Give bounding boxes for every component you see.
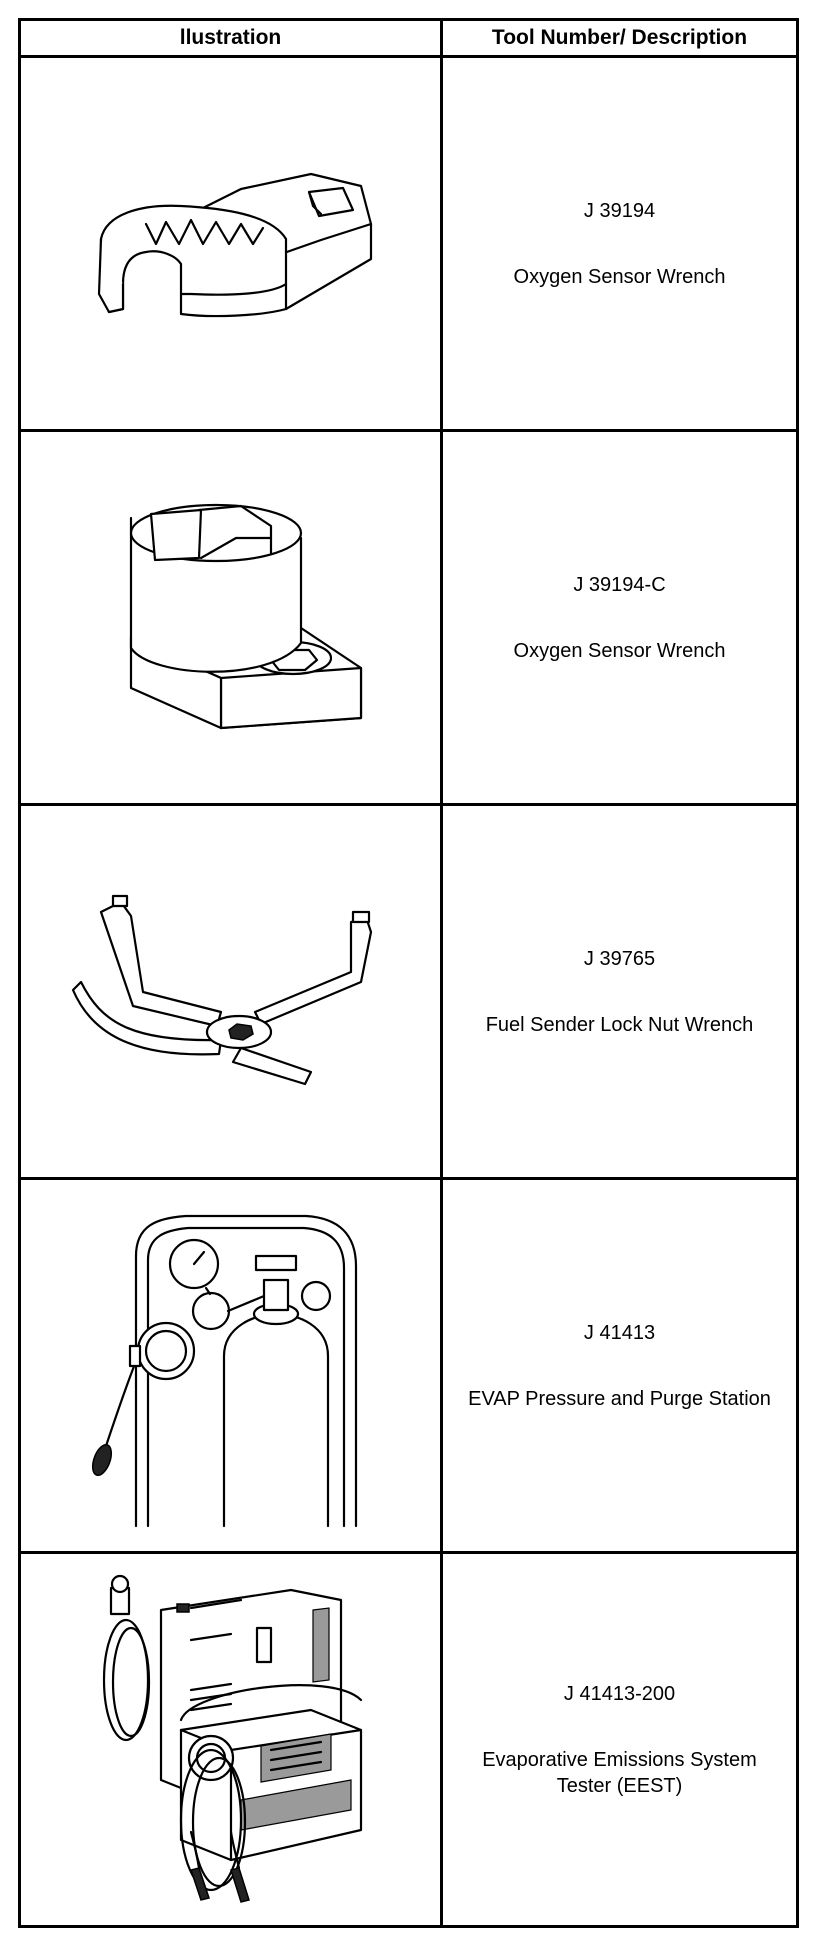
offset-socket-wrench-icon [129, 503, 362, 729]
tool-number: J 39194-C [573, 573, 666, 596]
illustration-cell [18, 1177, 443, 1554]
emissions-tester-icon [102, 1574, 362, 1903]
crowfoot-wrench-icon [97, 172, 372, 317]
table-row: J 41413 EVAP Pressure and Purge Station [18, 1177, 799, 1554]
illustration-header: llustration [18, 18, 443, 58]
table-row: J 41413-200 Evaporative Emissions System… [18, 1551, 799, 1928]
tool-cell: J 41413 EVAP Pressure and Purge Station [440, 1177, 799, 1554]
tool-description-header: Tool Number/ Description [440, 18, 799, 58]
table-row: J 39765 Fuel Sender Lock Nut Wrench [18, 803, 799, 1180]
illustration-cell [18, 429, 443, 806]
tool-description: EVAP Pressure and Purge Station [468, 1387, 771, 1410]
tool-description: Fuel Sender Lock Nut Wrench [485, 1013, 754, 1036]
tool-cell: J 39194-C Oxygen Sensor Wrench [440, 429, 799, 806]
tool-description: Evaporative Emissions System Tester (EES… [482, 1748, 757, 1797]
tool-number: J 39765 [583, 947, 656, 970]
tool-cell: J 39765 Fuel Sender Lock Nut Wrench [440, 803, 799, 1180]
tool-number: J 41413-200 [563, 1682, 676, 1705]
special-tools-table: llustration Tool Number/ Description [18, 18, 799, 1928]
spider-wrench-icon [71, 894, 372, 1085]
tool-description: Oxygen Sensor Wrench [513, 639, 726, 662]
table-row: J 39194 Oxygen Sensor Wrench [18, 55, 799, 432]
tool-number: J 41413 [583, 1321, 656, 1344]
tool-number: J 39194 [583, 199, 656, 222]
tool-cell: J 41413-200 Evaporative Emissions System… [440, 1551, 799, 1928]
tool-cell: J 39194 Oxygen Sensor Wrench [440, 55, 799, 432]
illustration-cell [18, 55, 443, 432]
pressure-station-icon [91, 1214, 357, 1527]
illustration-cell [18, 803, 443, 1180]
illustration-cell [18, 1551, 443, 1928]
table-row: J 39194-C Oxygen Sensor Wrench [18, 429, 799, 806]
tool-description: Oxygen Sensor Wrench [513, 265, 726, 288]
header-row: llustration Tool Number/ Description [18, 18, 799, 58]
